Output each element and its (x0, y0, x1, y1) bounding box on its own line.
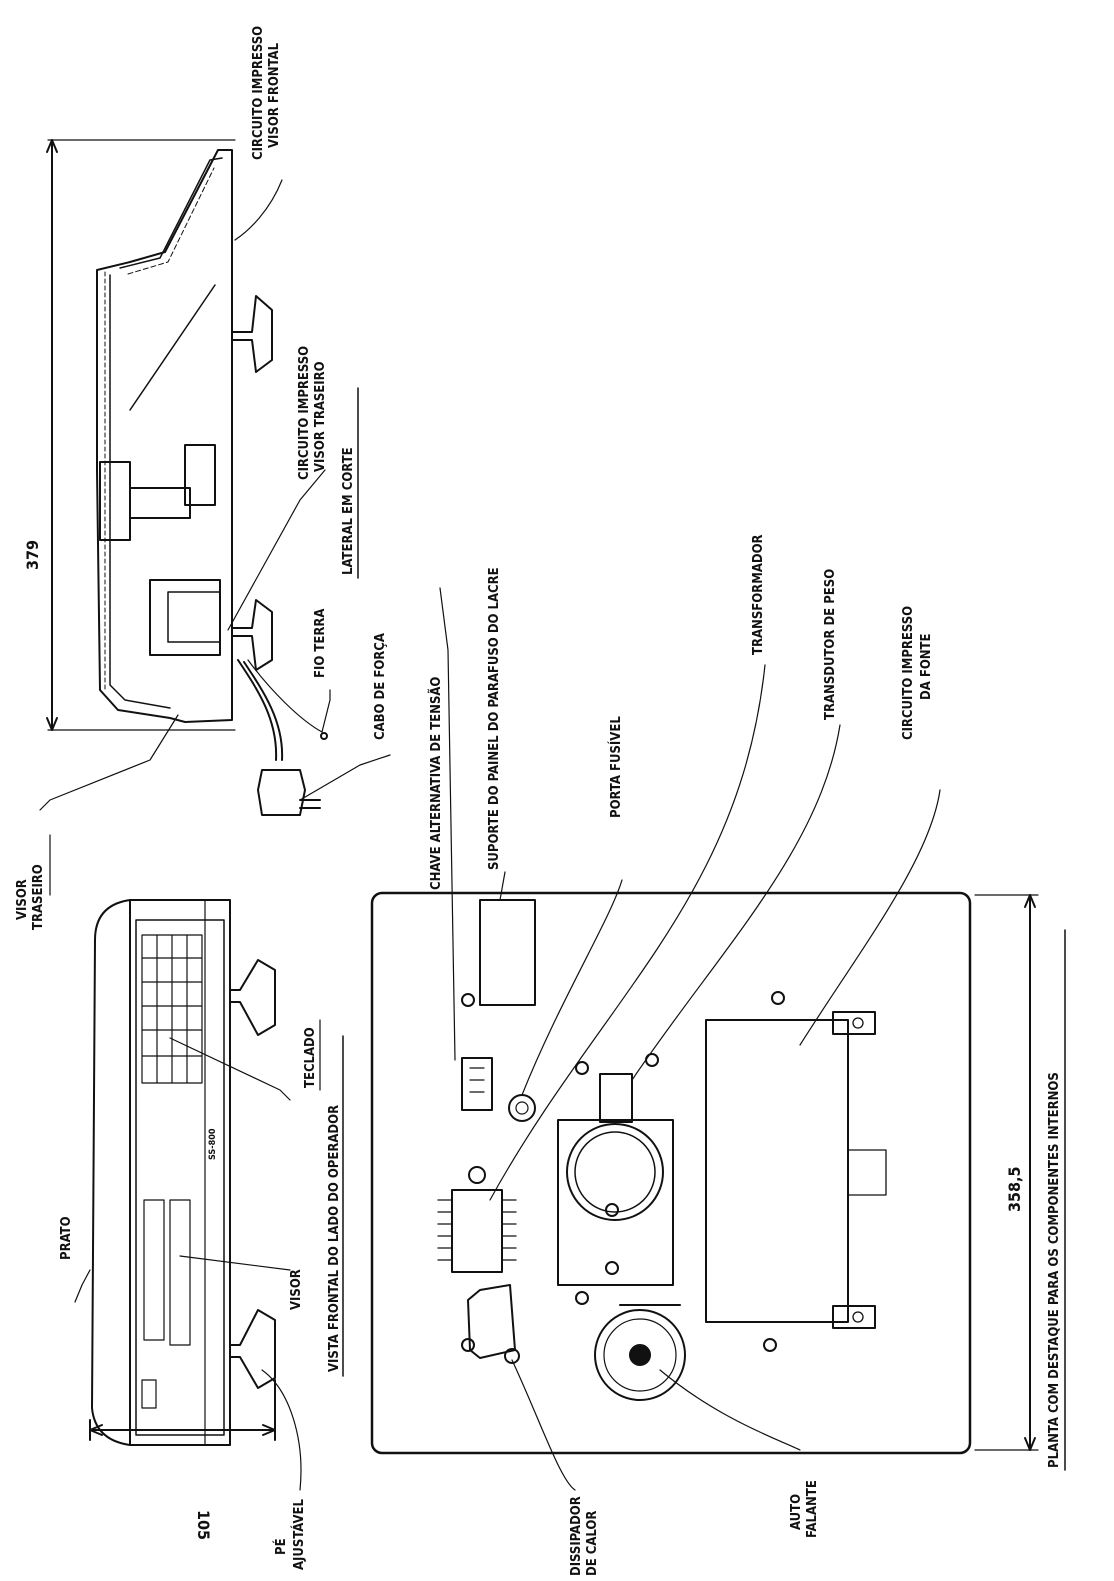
psu-bracket-bottom (832, 1305, 876, 1329)
dim-105-label: 105 (194, 1510, 213, 1540)
power-cable-label: CABO DE FORÇA (373, 633, 388, 740)
transformer-lug (468, 1166, 486, 1184)
front-operator-view (74, 899, 344, 1491)
leader-foot (261, 1369, 302, 1491)
leader-fuse (521, 879, 623, 1096)
power-cable (237, 659, 278, 761)
seal-bracket (479, 899, 536, 1006)
scale-body (129, 899, 231, 1446)
load-cell-label: TRANSDUTOR DE PESO (823, 569, 838, 720)
heatsink-screw (504, 1348, 520, 1364)
psu-label-1: CIRCUITO IMPRESSO (901, 606, 916, 740)
dim-358-label: 358,5 (1005, 1166, 1024, 1212)
screws (461, 991, 785, 1352)
load-cell-tab (599, 1073, 633, 1123)
earth-terminal (320, 732, 328, 740)
heatsink-label-2: DE CALOR (585, 1511, 600, 1576)
front-pcb-label-1: CIRCUITO IMPRESSO (251, 26, 266, 160)
load-cell-block (99, 461, 131, 541)
leader-power-cable (299, 754, 391, 801)
front-pcb-label-2: VISOR FRONTAL (267, 42, 282, 148)
model-label: SS-800 (208, 1128, 218, 1160)
psu-connector (847, 1149, 887, 1196)
leader-rear-pcb (227, 469, 326, 631)
transformer-windings (437, 1199, 517, 1261)
display-window-2 (169, 1199, 191, 1346)
seal-bracket-label: SUPORTE DO PAINEL DO PARAFUSO DO LACRE (487, 567, 502, 870)
foot-1 (231, 295, 273, 373)
psu-label-2: DA FONTE (919, 633, 934, 700)
base-plate (370, 891, 972, 1455)
leader-heatsink (511, 1359, 576, 1491)
load-cell-arm (129, 487, 191, 519)
logo-mark (141, 1379, 157, 1409)
foot-2 (231, 599, 273, 671)
display-window-1 (143, 1199, 165, 1341)
leader-platter (74, 1269, 91, 1303)
rear-pcb-label-2: VISOR TRASEIRO (313, 361, 328, 472)
fuse-holder (508, 1094, 536, 1122)
leader-keypad (169, 1037, 291, 1101)
leader-voltage-switch (439, 587, 456, 1061)
leader-psu (799, 789, 941, 1046)
leader-speaker (659, 1369, 801, 1451)
foot-label-1: PÉ (273, 1538, 289, 1555)
housing-profile (96, 149, 233, 723)
speaker (594, 1309, 686, 1401)
transformer-label: TRANSFORMADOR (751, 534, 766, 655)
leader-display (179, 1255, 291, 1271)
load-cell-circle (566, 1123, 664, 1221)
display-window-hatch (127, 167, 215, 275)
voltage-switch (461, 1057, 493, 1111)
speaker-label-2: FALANTE (805, 1480, 820, 1538)
side-view-title: LATERAL EM CORTE (341, 447, 356, 575)
power-cable-outer (243, 661, 284, 761)
keypad-label: TECLADO (303, 1027, 318, 1088)
transformer (451, 1189, 503, 1273)
earth-wire (247, 659, 323, 733)
front-display-pcb (129, 284, 216, 411)
front-foot-1 (229, 959, 276, 1036)
voltage-switch-label: CHAVE ALTERNATIVA DE TENSÃO (428, 677, 444, 890)
rear-display-label-1: VISOR (15, 879, 30, 920)
foot-label-2: AJUSTÁVEL (291, 1498, 307, 1570)
power-plug (257, 769, 306, 816)
front-panel (135, 919, 225, 1436)
display-label: VISOR (289, 1269, 304, 1310)
keypad (141, 934, 203, 1084)
fuse-holder-label: PORTA FUSÍVEL (608, 716, 624, 818)
front-view-title: VISTA FRONTAL DO LADO DO OPERADOR (327, 1105, 342, 1372)
dim-379-label: 379 (23, 540, 42, 570)
speaker-label-1: AUTO (789, 1494, 804, 1530)
leader-seal (499, 871, 506, 901)
plan-view-title: PLANTA COM DESTAQUE PARA OS COMPONENTES … (1047, 1072, 1062, 1468)
rear-pcb-label-1: CIRCUITO IMPRESSO (297, 346, 312, 480)
rear-display-module (167, 591, 221, 643)
heatsink-label-1: DISSIPADOR (569, 1496, 584, 1576)
leader-transformer (489, 664, 766, 1201)
platter-label: PRATO (59, 1216, 74, 1260)
speaker-magnet (629, 1344, 651, 1366)
leader-rear-display (39, 714, 179, 811)
psu-board (705, 1019, 849, 1323)
platter (91, 899, 131, 1446)
psu-bracket-top (832, 1011, 876, 1035)
rear-display-label-2: TRASEIRO (31, 864, 46, 930)
heatsink (467, 1284, 516, 1359)
housing-shell-inner (109, 274, 171, 709)
leader-load-cell (631, 724, 841, 1081)
load-cell (557, 1119, 674, 1286)
side-section-view (39, 139, 391, 896)
front-display-window (119, 157, 223, 269)
plan-view (370, 587, 1066, 1491)
leader-earth (321, 689, 331, 733)
earth-wire-label: FIO TERRA (313, 609, 328, 678)
leader-front-pcb (234, 179, 283, 241)
front-foot-2 (229, 1309, 276, 1389)
